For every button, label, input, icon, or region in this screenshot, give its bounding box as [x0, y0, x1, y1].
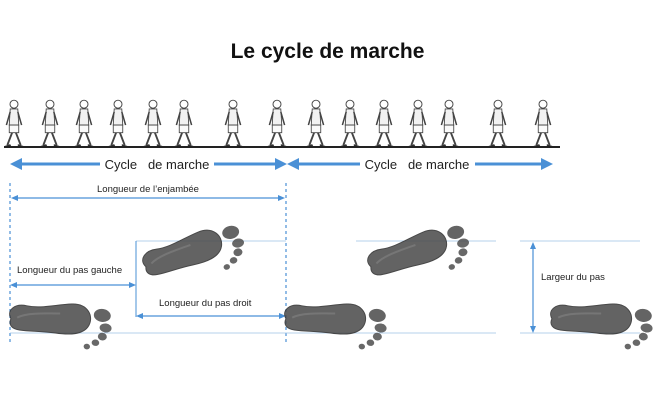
footprint-icon	[138, 221, 250, 288]
walking-person-icon	[487, 99, 509, 147]
walking-person-icon	[339, 99, 361, 147]
walking-person-icon	[107, 99, 129, 147]
walking-person-icon	[438, 99, 460, 147]
walking-person-icon	[266, 99, 288, 147]
walking-person-icon	[173, 99, 195, 147]
walking-person-icon	[305, 99, 327, 147]
right-step-length-label: Longueur du pas droit	[159, 298, 252, 309]
walking-person-icon	[373, 99, 395, 147]
right-step-length-arrow	[136, 313, 286, 319]
footprint-icon	[363, 221, 475, 288]
cycle-label-1: Cycle de marche	[105, 157, 210, 172]
footprint-icon	[280, 294, 391, 354]
walking-person-icon	[532, 99, 554, 147]
walking-figures	[3, 99, 554, 147]
walking-person-icon	[142, 99, 164, 147]
walking-person-icon	[39, 99, 61, 147]
stride-length-label: Longueur de l’enjambée	[97, 184, 199, 195]
stride-length-arrow	[11, 195, 285, 201]
walking-person-icon	[3, 99, 25, 147]
footprint-icon	[546, 294, 655, 354]
step-width-arrow	[530, 242, 536, 333]
footprint-icon	[5, 294, 116, 354]
diagram-title: Le cycle de marche	[230, 40, 425, 63]
walking-person-icon	[222, 99, 244, 147]
step-width-label: Largeur du pas	[541, 272, 605, 283]
cycle-label-2: Cycle de marche	[365, 157, 470, 172]
cycle-arrow-1	[10, 158, 287, 170]
walking-person-icon	[73, 99, 95, 147]
left-step-length-label: Longueur du pas gauche	[17, 265, 122, 276]
left-step-length-arrow	[10, 282, 136, 288]
walking-person-icon	[407, 99, 429, 147]
cycle-arrow-2	[287, 158, 553, 170]
